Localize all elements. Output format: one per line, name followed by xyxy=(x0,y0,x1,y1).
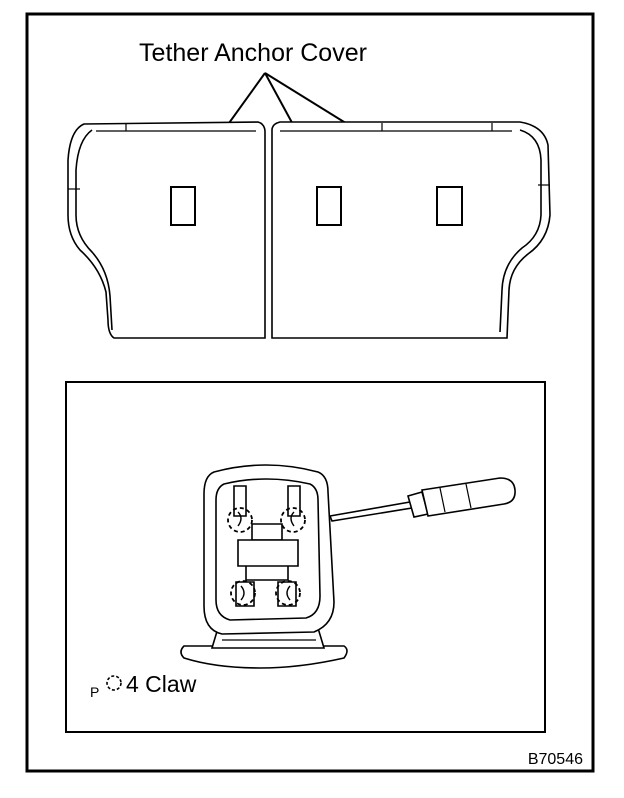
legend-text: 4 Claw xyxy=(126,671,197,697)
outer-frame xyxy=(25,12,595,773)
cover-lower-opening-left xyxy=(235,581,255,607)
cover-slot-left xyxy=(233,485,247,517)
callout-label: Tether Anchor Cover xyxy=(139,39,367,67)
claw-hook-bottom-left xyxy=(240,585,245,601)
cover-center-block xyxy=(237,539,299,567)
legend-claw-symbol xyxy=(106,675,122,691)
screwdriver-grip-line-2 xyxy=(465,483,472,509)
tether-anchor-cover-left xyxy=(170,186,196,226)
seat-back-right-inner-edge xyxy=(499,129,542,333)
figure-code: B70546 xyxy=(528,751,583,768)
cover-slot-right xyxy=(287,485,301,517)
legend-prefix: P xyxy=(90,684,99,700)
tether-anchor-cover-center xyxy=(316,186,342,226)
cover-base-flange xyxy=(180,645,348,669)
screwdriver xyxy=(328,477,516,522)
cover-inner-panel xyxy=(215,478,321,621)
claw-marker-bottom-left xyxy=(230,580,256,606)
screwdriver-grip-line-1 xyxy=(439,487,446,513)
tether-anchor-cover-right xyxy=(436,186,463,226)
claw-hooks xyxy=(237,511,295,601)
claw-hook-top-left xyxy=(237,511,242,527)
cover-center-tab xyxy=(251,523,283,541)
claw-hook-bottom-right xyxy=(286,585,291,601)
tether-anchor-covers xyxy=(170,186,463,226)
anchor-cover-detail xyxy=(180,464,348,669)
seat-back xyxy=(67,121,551,339)
screwdriver-shaft xyxy=(328,501,414,522)
seat-back-left-inner-edge xyxy=(75,129,113,331)
claw-marker-bottom-right xyxy=(275,580,301,606)
seat-back-left-section xyxy=(67,121,266,339)
detail-inset-frame xyxy=(65,381,546,733)
claw-markers xyxy=(227,507,306,606)
cover-lower-channel xyxy=(245,566,289,581)
claw-marker-top-left xyxy=(227,507,253,533)
seat-back-right-section xyxy=(271,121,551,339)
claw-hook-top-right xyxy=(290,511,295,527)
claw-marker-top-right xyxy=(280,507,306,533)
